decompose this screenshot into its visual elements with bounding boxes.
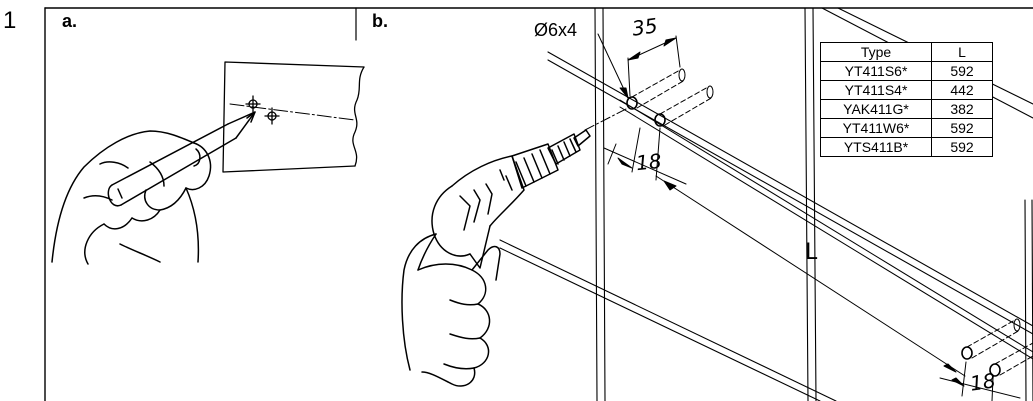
pencil-icon [107,111,256,207]
dimension-depth [627,35,681,97]
drill-axis [584,107,629,131]
spec-table-header: Type L [820,42,993,62]
drill-icon [431,129,591,269]
cell-type: YTS411B* [820,137,932,157]
panel-a-drawing [51,61,365,265]
step-number: 1 [3,7,17,34]
offset-bottom-dimension-label: 18 [968,368,997,396]
cell-type: YT411S4* [820,80,932,100]
panel-b-label: b. [372,11,388,31]
cell-length: 592 [931,118,993,138]
cell-type: YT411W6* [820,118,932,138]
step-frame [44,7,1033,401]
table-row: YT411S4* 442 [820,80,993,100]
rail-line-top [619,99,1033,353]
table-row: YT411S6* 592 [820,61,993,81]
cell-length: 592 [931,61,993,81]
hand-panel-b [401,233,501,387]
rail-line-bottom [619,106,1033,360]
spec-table: Type L YT411S6* 592 YT411S4* 442 YAK411G… [820,42,993,157]
drill-hole-2 [654,85,714,127]
marked-point-1 [245,95,261,113]
cell-type: YAK411G* [820,99,932,119]
drill-hole-4 [989,342,1033,377]
hand-panel-a [51,130,212,265]
offset-top-dimension-label: 18 [634,148,663,176]
table-row: YTS411B* 592 [820,137,993,157]
drill-hole-1 [626,68,686,110]
header-type: Type [820,42,932,62]
hole-spec-label: Ø6x4 [534,20,578,40]
dimension-offset-bottom [939,377,1021,401]
wall-board [222,61,365,173]
panel-a-label: a. [62,11,78,31]
length-dimension-label: L [805,240,818,265]
header-length: L [931,42,993,62]
cell-length: 382 [931,99,993,119]
drill-hole-3 [961,318,1021,360]
dimension-length [655,127,967,397]
cell-type: YT411S6* [820,61,932,81]
table-row: YAK411G* 382 [820,99,993,119]
leader-hole-spec [597,33,629,99]
marked-point-2 [264,107,280,125]
marking-line [229,103,356,121]
dimension-offset-top [603,127,687,185]
depth-dimension-label: 35 [630,13,659,41]
table-row: YT411W6* 592 [820,118,993,138]
cell-length: 592 [931,137,993,157]
cell-length: 442 [931,80,993,100]
